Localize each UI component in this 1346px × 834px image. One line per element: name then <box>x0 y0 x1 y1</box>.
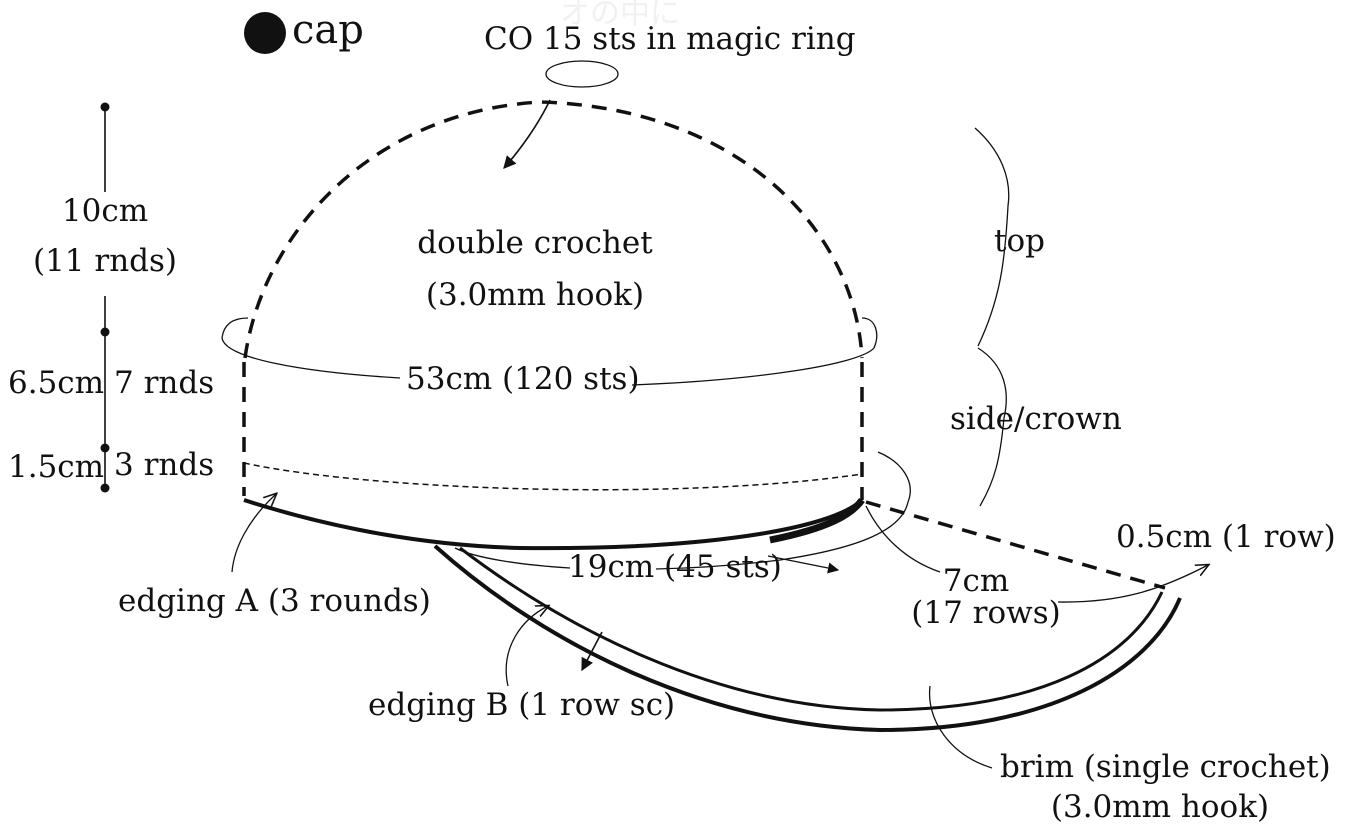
pickup-arrow <box>767 555 840 574</box>
brim-edge-arrow <box>1057 565 1208 603</box>
magic-ring-arrow <box>503 99 551 169</box>
ghost-text: オの中に <box>560 0 680 31</box>
edging-a-label: edging A (3 rounds) <box>118 583 431 619</box>
stitch-type-label: double crochet <box>417 225 653 261</box>
hook-top-label: (3.0mm hook) <box>425 277 645 313</box>
magic-ring-label: CO 15 sts in magic ring <box>484 21 856 57</box>
top-rounds-label: (11 rnds) <box>32 243 178 279</box>
filled-circle-icon <box>244 12 286 54</box>
brim-top-dashed <box>865 500 1166 590</box>
side-rounds-label: 7 rnds <box>114 365 215 401</box>
edging-a-leader <box>231 494 276 573</box>
band-line <box>243 462 863 491</box>
edging-a-thick <box>769 497 865 544</box>
brim-rows-label: (17 rows) <box>911 595 1061 631</box>
brim-outer-edge <box>433 544 1182 733</box>
side-height-label: 6.5cm <box>8 365 105 401</box>
section-side-label: side/crown <box>950 401 1122 437</box>
brim-depth-leader <box>865 505 941 573</box>
band-rounds-label: 3 rnds <box>114 447 215 483</box>
circumference-label: 53cm (120 sts) <box>406 361 640 397</box>
circumference-loop <box>221 317 878 386</box>
brim-depth-label: 7cm <box>942 563 1010 599</box>
edging-b-arrow <box>581 631 603 672</box>
magic-ring-icon <box>545 60 619 88</box>
crown-dome-outline <box>243 100 864 359</box>
top-bracket <box>974 127 1010 347</box>
side-bracket <box>977 347 1007 507</box>
hook-brim-label: (3.0mm hook) <box>1050 789 1270 825</box>
diagram-title: cap <box>292 7 364 53</box>
scale-dot <box>100 102 110 112</box>
brim-stitch-label: brim (single crochet) <box>1000 749 1331 785</box>
edging-a-line <box>243 498 864 551</box>
brim-leader <box>928 685 993 769</box>
band-height-label: 1.5cm <box>8 449 105 485</box>
top-height-label: 10cm <box>61 193 149 229</box>
scale-dot <box>100 327 110 337</box>
scale-dot <box>100 443 110 453</box>
band-leader <box>877 451 911 503</box>
brim-edge-label: 0.5cm (1 row) <box>1116 519 1336 555</box>
edging-b-label: edging B (1 row sc) <box>368 687 676 723</box>
pickup-loop <box>454 501 909 570</box>
brim-inner-edge <box>459 546 1164 712</box>
scale-dot <box>100 483 110 493</box>
edging-b-leader <box>505 606 548 687</box>
section-top-label: top <box>994 223 1045 259</box>
brim-pickup-label: 19cm (45 sts) <box>568 549 782 585</box>
